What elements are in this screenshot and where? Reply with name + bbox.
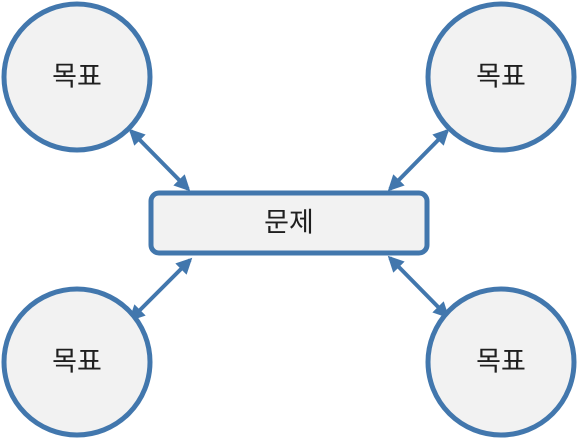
connector-top-left	[128, 128, 191, 192]
problem-label: 문제	[264, 208, 314, 239]
problem-node: 문제	[148, 190, 430, 256]
goal-label: 목표	[476, 347, 526, 378]
goal-node-bottom-left: 목표	[1, 286, 153, 438]
connector-top-right	[387, 128, 450, 192]
goal-circle	[1, 1, 153, 153]
connector-bottom-left	[128, 257, 193, 322]
goal-circle	[1, 286, 153, 438]
goal-label: 목표	[52, 347, 102, 378]
goal-label: 목표	[52, 62, 102, 93]
problem-box	[148, 190, 430, 256]
goal-circle	[425, 286, 577, 438]
goal-label: 목표	[476, 62, 526, 93]
connector-bottom-right	[387, 255, 450, 319]
goal-node-bottom-right: 목표	[425, 286, 577, 438]
goal-node-top-left: 목표	[1, 1, 153, 153]
goal-node-top-right: 목표	[425, 1, 577, 153]
goal-circle	[425, 1, 577, 153]
